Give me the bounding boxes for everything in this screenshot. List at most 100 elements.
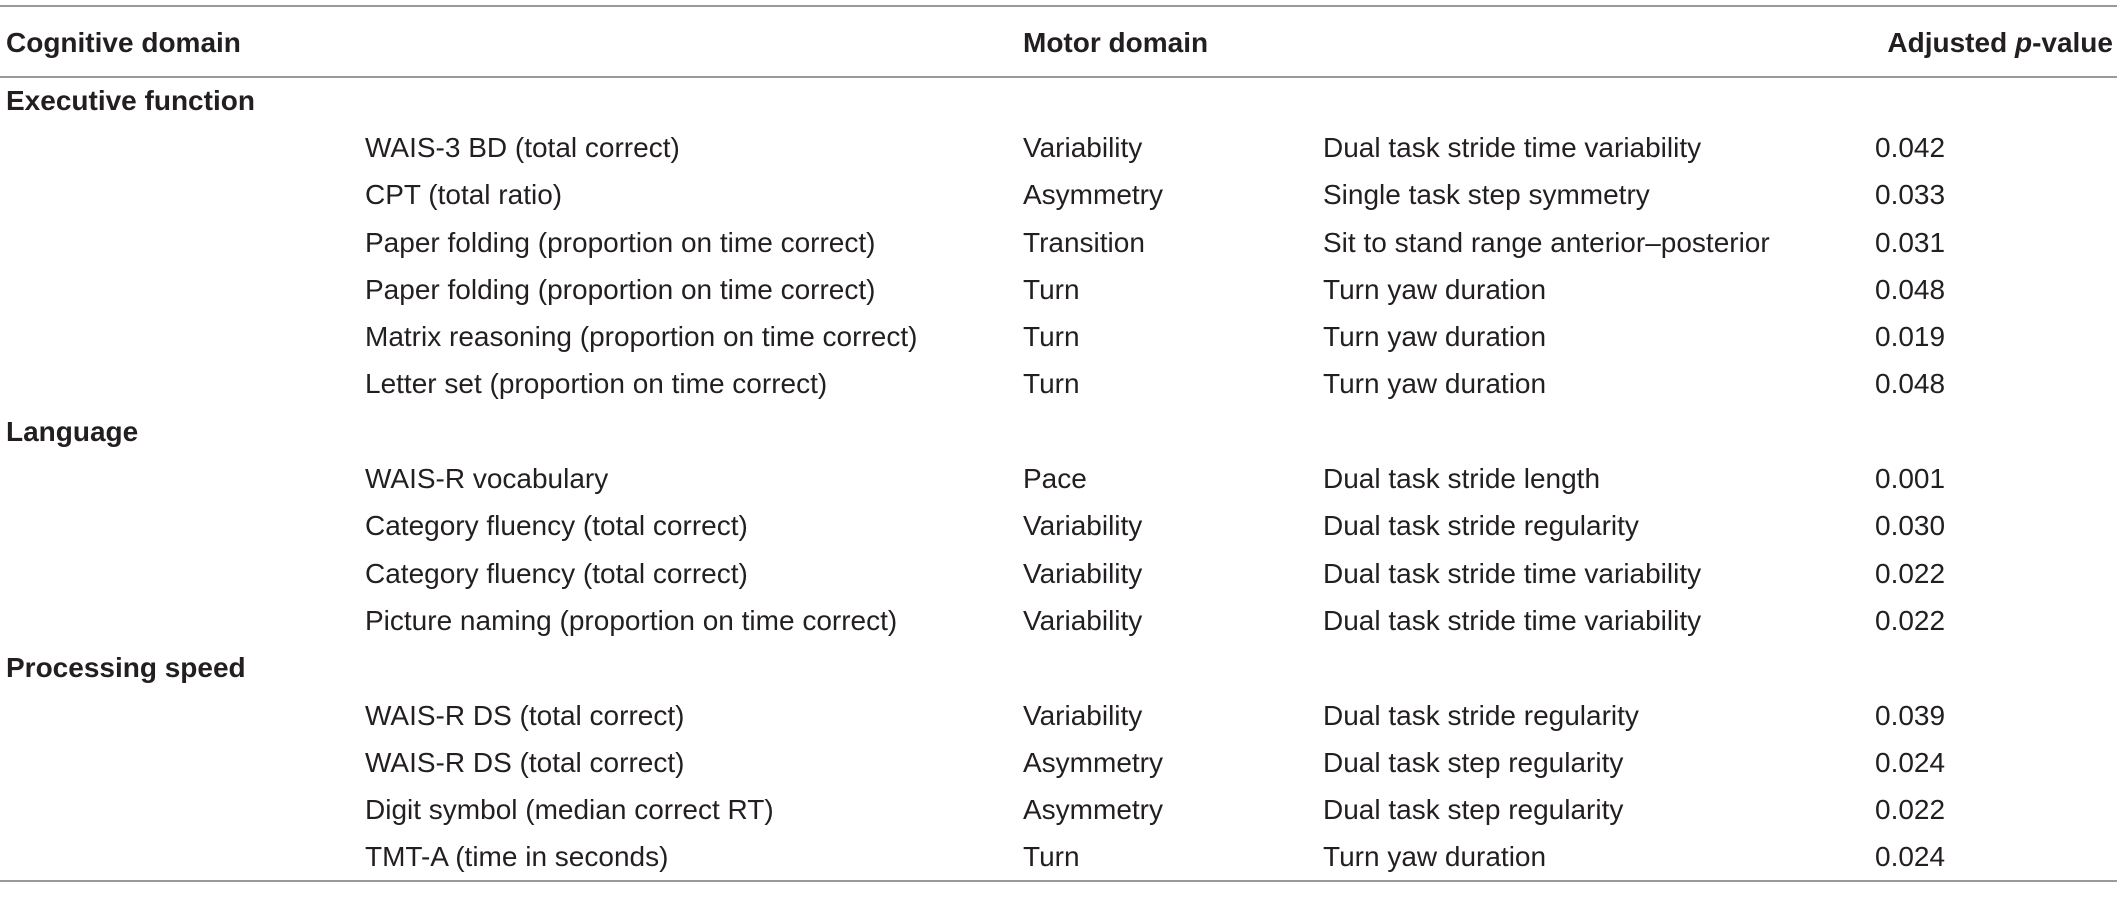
spacer-cell [0,597,365,644]
motor-domain-cell: Variability [1023,557,1143,589]
motor-metric-cell: Single task step symmetry [1323,179,1650,211]
table-row: Picture naming (proportion on time corre… [0,597,2117,644]
table-row: Category fluency (total correct)Variabil… [0,503,2117,550]
spacer-cell [0,455,365,502]
cognitive-test-cell: Paper folding (proportion on time correc… [365,226,876,258]
cognitive-test-cell: Matrix reasoning (proportion on time cor… [365,321,918,353]
motor-metric-cell: Dual task step regularity [1323,794,1624,826]
motor-domain-cell: Asymmetry [1023,746,1163,778]
spacer-cell [0,266,365,313]
results-table: Cognitive domain Motor domain Adjusted p… [0,5,2117,883]
motor-metric-cell: Dual task stride time variability [1323,604,1702,636]
motor-metric-cell: Sit to stand range anterior–posterior [1323,226,1770,258]
adjusted-p-value-cell: 0.030 [1875,510,1946,542]
cognitive-test-cell: Digit symbol (median correct RT) [365,794,774,826]
motor-metric-cell: Dual task stride regularity [1323,699,1639,731]
spacer-cell [0,124,365,171]
adjusted-p-value-cell: 0.001 [1875,463,1946,495]
table-row: WAIS-3 BD (total correct) Variability Dual… [0,124,2117,171]
adjusted-p-value-cell: 0.048 [1875,368,1946,400]
motor-domain-cell: Variability [1023,131,1143,163]
motor-metric-cell: Turn yaw duration [1323,273,1547,305]
spacer-cell [0,739,365,786]
motor-domain-cell: Turn [1023,273,1080,305]
adjusted-p-value-cell: 0.024 [1875,833,2117,883]
motor-metric-cell: Dual task stride length [1323,463,1601,495]
adjusted-p-value-cell: 0.022 [1875,557,1946,589]
spacer-cell [0,550,365,597]
spacer-cell [0,786,365,833]
header-p-prefix: Adjusted [1887,26,2015,58]
cognitive-test-cell: Category fluency (total correct) [365,510,748,542]
spacer-cell [0,313,365,360]
spacer-cell [0,172,365,219]
spacer-cell [0,361,365,408]
table-row: Letter set (proportion on time correct) T… [0,361,2117,408]
spacer-cell [0,833,365,883]
group-heading: Executive function [6,85,255,117]
adjusted-p-value-cell: 0.042 [1875,131,1946,163]
motor-metric-cell: Dual task stride time variability [1323,131,1702,163]
motor-metric-cell: Turn yaw duration [1323,833,1875,883]
motor-domain-cell: Turn [1023,368,1080,400]
table-row: Matrix reasoning (proportion on time cor… [0,313,2117,360]
cognitive-test-cell: Picture naming (proportion on time corre… [365,604,898,636]
group-row: Processing speed [0,645,2117,692]
motor-metric-cell: Dual task stride time variability [1323,557,1702,589]
spacer-cell [0,219,365,266]
motor-domain-cell: Asymmetry [1023,794,1163,826]
adjusted-p-value-cell: 0.048 [1875,273,1946,305]
spacer-cell [0,503,365,550]
cognitive-test-cell: CPT (total ratio) [365,179,563,211]
motor-domain-cell: Variability [1023,604,1143,636]
motor-domain-cell: Turn [1023,321,1080,353]
group-row: Language [0,408,2117,455]
motor-metric-cell: Dual task step regularity [1323,746,1624,778]
cognitive-test-cell: WAIS-R DS (total correct) [365,746,685,778]
group-heading: Processing speed [6,652,246,684]
motor-domain-cell: Asymmetry [1023,179,1163,211]
header-row: Cognitive domain Motor domain Adjusted p… [0,5,2117,78]
motor-metric-cell: Dual task stride regularity [1323,510,1639,542]
cognitive-test-cell: WAIS-3 BD (total correct) [365,131,680,163]
adjusted-p-value-cell: 0.039 [1875,699,1946,731]
table-row: Category fluency (total correct) Variabil… [0,550,2117,597]
cognitive-test-cell: Paper folding (proportion on time correc… [365,273,876,305]
header-p-italic: p [2014,26,2033,58]
table-header: Cognitive domain Motor domain Adjusted p… [0,5,2117,78]
adjusted-p-value-cell: 0.022 [1875,794,1946,826]
adjusted-p-value-cell: 0.033 [1875,179,1946,211]
motor-domain-cell: Turn [1023,833,1323,883]
adjusted-p-value-cell: 0.024 [1875,746,1946,778]
table-row: Paper folding (proportion on time correc… [0,219,2117,266]
motor-metric-cell: Turn yaw duration [1323,321,1547,353]
table-row: CPT (total ratio) Asymmetry Single task st… [0,172,2117,219]
motor-domain-cell: Transition [1023,226,1145,258]
header-adjusted-p-value: Adjusted p-value [1875,5,2117,78]
group-row: Executive function [0,77,2117,124]
header-cognitive-domain: Cognitive domain [0,5,1023,78]
table-row: WAIS-R vocabulary Pace Dual task stride le… [0,455,2117,502]
cognitive-test-cell: Letter set (proportion on time correct) [365,368,828,400]
cognitive-test-cell: WAIS-R DS (total correct) [365,699,685,731]
table-row: Digit symbol (median correct RT) Asymmetr… [0,786,2117,833]
adjusted-p-value-cell: 0.031 [1875,226,1946,258]
cognitive-test-cell: TMT-A (time in seconds) [365,833,1023,883]
cognitive-test-cell: Category fluency (total correct) [365,557,748,589]
table-row: WAIS-R DS (total correct) Variability Dual… [0,692,2117,739]
cognitive-test-cell: WAIS-R vocabulary [365,463,609,495]
adjusted-p-value-cell: 0.022 [1875,604,1946,636]
table-row: Paper folding (proportion on time correc… [0,266,2117,313]
header-motor-domain: Motor domain [1023,5,1875,78]
header-p-suffix: -value [2032,26,2113,58]
table-row: WAIS-R DS (total correct) Asymmetry Dual t… [0,739,2117,786]
group-heading: Language [6,415,139,447]
adjusted-p-value-cell: 0.019 [1875,321,1946,353]
motor-domain-cell: Variability [1023,699,1143,731]
spacer-cell [0,692,365,739]
motor-domain-cell: Pace [1023,463,1087,495]
motor-metric-cell: Turn yaw duration [1323,368,1547,400]
